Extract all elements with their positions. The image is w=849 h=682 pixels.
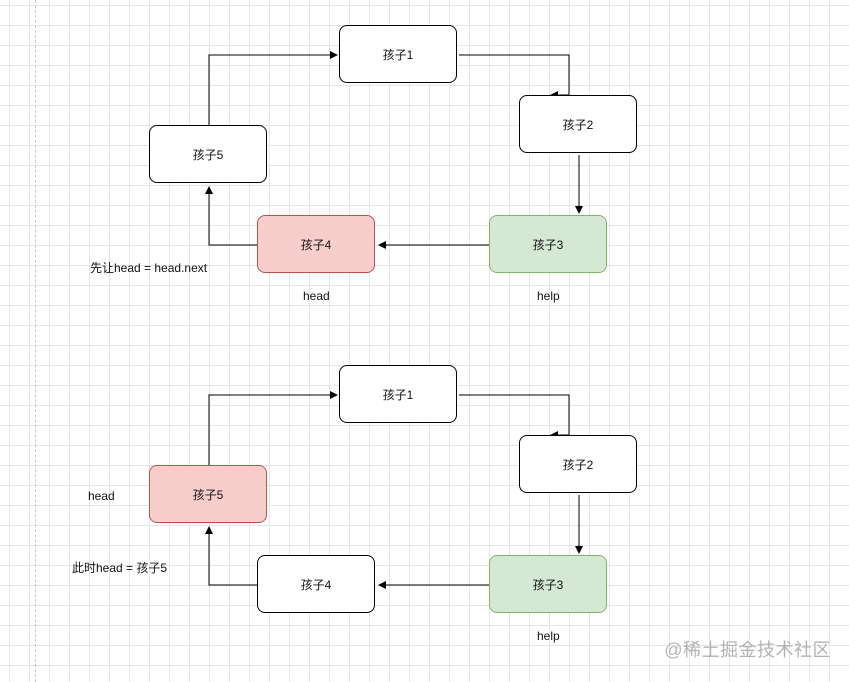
bottom-node-child-1[interactable]: 孩子1 [339, 365, 457, 423]
top-node-child-4[interactable]: 孩子4 [257, 215, 375, 273]
edge-bottom-4-to-5 [205, 526, 257, 586]
top-node-child-2[interactable]: 孩子2 [519, 95, 637, 153]
bottom-node-child-3[interactable]: 孩子3 [489, 555, 607, 613]
top-node-child-3[interactable]: 孩子3 [489, 215, 607, 273]
bottom-head-label: head [88, 489, 115, 503]
bottom-node-child-5[interactable]: 孩子5 [149, 465, 267, 523]
dashed-guide-line [35, 0, 36, 682]
edge-top-1-to-2 [459, 54, 570, 99]
edge-top-5-to-1 [208, 51, 338, 125]
bottom-node-child-2[interactable]: 孩子2 [519, 435, 637, 493]
bottom-step-annotation: 此时head = 孩子5 [72, 561, 168, 575]
bottom-help-label: help [537, 629, 560, 643]
edge-top-4-to-5 [205, 186, 257, 246]
bottom-node-child-4[interactable]: 孩子4 [257, 555, 375, 613]
edge-bottom-5-to-1 [208, 391, 338, 465]
top-help-label: help [537, 289, 560, 303]
top-node-child-5[interactable]: 孩子5 [149, 125, 267, 183]
watermark: @稀土掘金技术社区 [664, 640, 831, 660]
edge-bottom-1-to-2 [459, 394, 570, 439]
top-head-label: head [303, 289, 330, 303]
top-step-annotation: 先让head = head.next [90, 261, 208, 275]
top-node-child-1[interactable]: 孩子1 [339, 25, 457, 83]
